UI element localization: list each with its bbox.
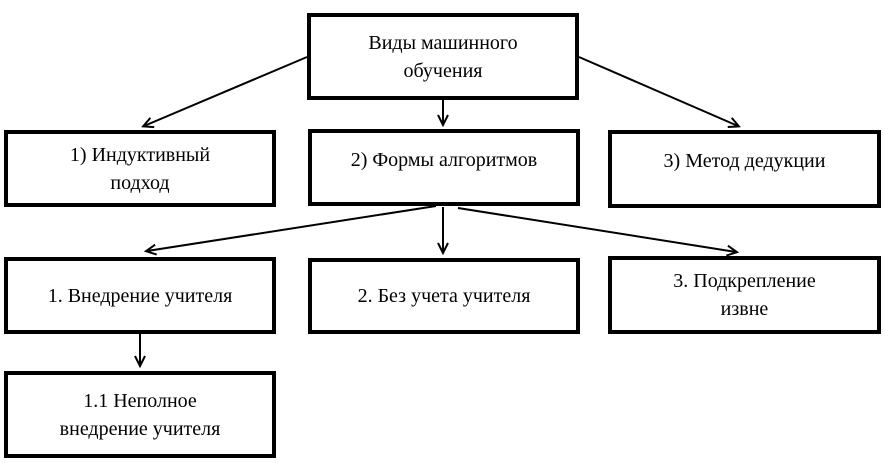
node-without-teacher: 2. Без учета учителя xyxy=(308,258,580,334)
node-inductive-approach: 1) Индуктивный подход xyxy=(4,130,276,207)
node-deduction-method-label: 3) Метод дедукции xyxy=(663,150,826,172)
node-machine-learning-types: Виды машинного обучения xyxy=(307,13,579,100)
node-machine-learning-types-label: Виды машинного обучения xyxy=(368,31,518,82)
node-teacher-implementation: 1. Внедрение учителя xyxy=(4,257,276,334)
edge-root-to-deduction-method xyxy=(578,56,738,126)
node-teacher-implementation-label: 1. Внедрение учителя xyxy=(47,284,233,307)
node-external-reinforcement: 3. Подкрепление извне xyxy=(608,256,881,334)
node-inductive-approach-label: 1) Индуктивный подход xyxy=(69,143,211,194)
edge-forms-to-teacher-implementation xyxy=(147,205,437,251)
edge-forms-to-external-reinforcement xyxy=(457,207,736,252)
node-algorithm-forms: 2) Формы алгоритмов xyxy=(308,129,580,206)
node-external-reinforcement-label: 3. Подкрепление извне xyxy=(673,270,816,320)
node-partial-teacher-implementation: 1.1 Неполное внедрение учителя xyxy=(4,371,276,458)
node-deduction-method: 3) Метод дедукции xyxy=(608,130,881,208)
edge-root-to-inductive-approach xyxy=(144,56,308,126)
node-algorithm-forms-label: 2) Формы алгоритмов xyxy=(350,148,538,171)
node-without-teacher-label: 2. Без учета учителя xyxy=(357,285,531,307)
node-partial-teacher-implementation-label: 1.1 Неполное внедрение учителя xyxy=(59,389,221,440)
